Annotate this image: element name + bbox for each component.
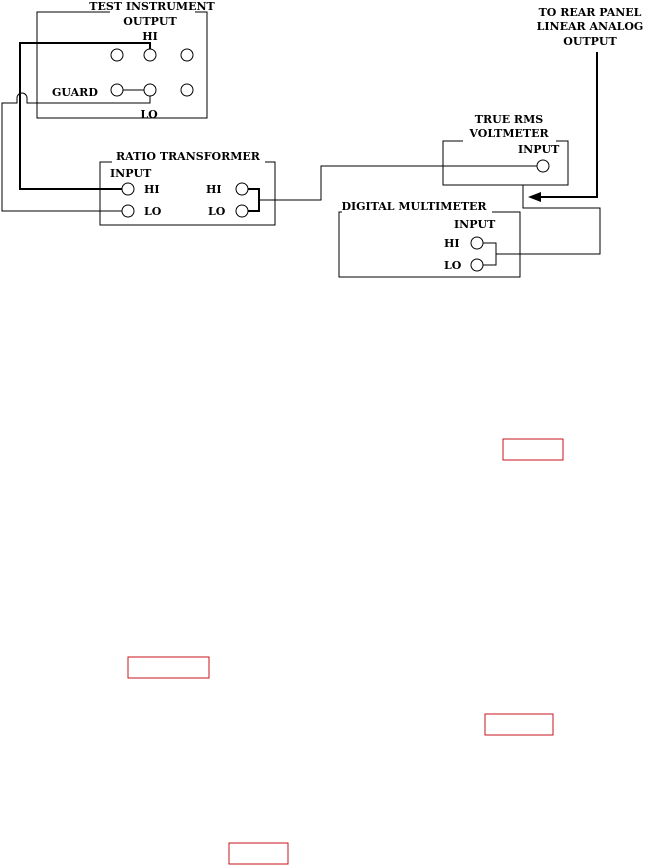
wire-voltmeter-to-multimeter: [496, 185, 601, 255]
multimeter-lo-label: LO: [444, 259, 462, 272]
test-instrument-jack-1[interactable]: [110, 48, 124, 62]
ratio-transformer-hi-in-label: HI: [144, 183, 160, 196]
rear-panel-line2: LINEAR ANALOG: [537, 20, 644, 33]
wire-hi-to-ratio-input: [19, 42, 151, 190]
ratio-transformer-lo-in-label: LO: [144, 205, 162, 218]
rear-panel-arrow-line: [540, 52, 598, 198]
voltmeter-title-line1: TRUE RMS: [475, 113, 543, 126]
rear-panel-arrowhead: [528, 192, 541, 202]
test-instrument-hi-jack[interactable]: [143, 48, 157, 62]
multimeter-hi-label: HI: [444, 237, 460, 250]
test-instrument-jack-3[interactable]: [180, 48, 194, 62]
multimeter-lo-jack[interactable]: [470, 258, 484, 272]
multimeter-input-label: INPUT: [454, 218, 496, 231]
ratio-transformer-lo-out-jack[interactable]: [235, 204, 249, 218]
reference-link-2[interactable]: [127, 656, 210, 679]
test-instrument-hi-label: HI: [142, 30, 158, 43]
voltmeter-input-label: INPUT: [518, 143, 560, 156]
voltmeter-box: [442, 140, 569, 186]
reference-links: [127, 438, 564, 865]
wiring: [1, 42, 601, 266]
wire-multimeter-jumper: [483, 242, 497, 266]
multimeter-box: [338, 211, 521, 278]
ratio-transformer-title: RATIO TRANSFORMER: [116, 150, 261, 163]
ratio-transformer: RATIO TRANSFORMER INPUT HI LO HI LO: [99, 150, 276, 226]
test-instrument: TEST INSTRUMENT OUTPUT HI GUARD LO: [36, 0, 216, 121]
test-instrument-guard-label: GUARD: [52, 86, 98, 99]
rear-panel-output: TO REAR PANEL LINEAR ANALOG OUTPUT: [528, 6, 643, 202]
wire-lo-to-ratio-input: [1, 92, 151, 212]
test-instrument-output-label: OUTPUT: [123, 15, 177, 28]
ratio-transformer-hi-out-jack[interactable]: [235, 182, 249, 196]
reference-link-3[interactable]: [484, 713, 554, 736]
reference-link-1[interactable]: [502, 438, 564, 461]
rear-panel-line1: TO REAR PANEL: [539, 6, 642, 19]
ratio-transformer-lo-out-label: LO: [208, 205, 226, 218]
voltmeter-title-line2: VOLTMETER: [468, 127, 549, 140]
wire-ratio-output-jumper: [248, 188, 260, 212]
test-instrument-guard-jack[interactable]: [110, 83, 124, 97]
true-rms-voltmeter: TRUE RMS VOLTMETER INPUT: [442, 113, 569, 186]
ratio-transformer-lo-in-jack[interactable]: [121, 204, 135, 218]
wire-ratio-to-voltmeter: [259, 165, 537, 201]
ratio-transformer-input-label: INPUT: [110, 167, 152, 180]
test-instrument-title: TEST INSTRUMENT: [89, 0, 215, 13]
ratio-transformer-hi-out-label: HI: [206, 183, 222, 196]
digital-multimeter: DIGITAL MULTIMETER INPUT HI LO: [338, 200, 521, 278]
rear-panel-line3: OUTPUT: [563, 35, 617, 48]
multimeter-hi-jack[interactable]: [470, 236, 484, 250]
ratio-transformer-hi-in-jack[interactable]: [121, 182, 135, 196]
test-instrument-jack-6[interactable]: [180, 83, 194, 97]
test-instrument-lo-jack[interactable]: [143, 83, 157, 97]
ratio-transformer-box: [99, 161, 276, 226]
reference-link-4[interactable]: [228, 842, 289, 865]
voltmeter-input-jack[interactable]: [536, 159, 550, 173]
multimeter-title: DIGITAL MULTIMETER: [341, 200, 487, 213]
test-instrument-lo-label: LO: [140, 108, 158, 121]
test-instrument-box: [36, 11, 208, 119]
